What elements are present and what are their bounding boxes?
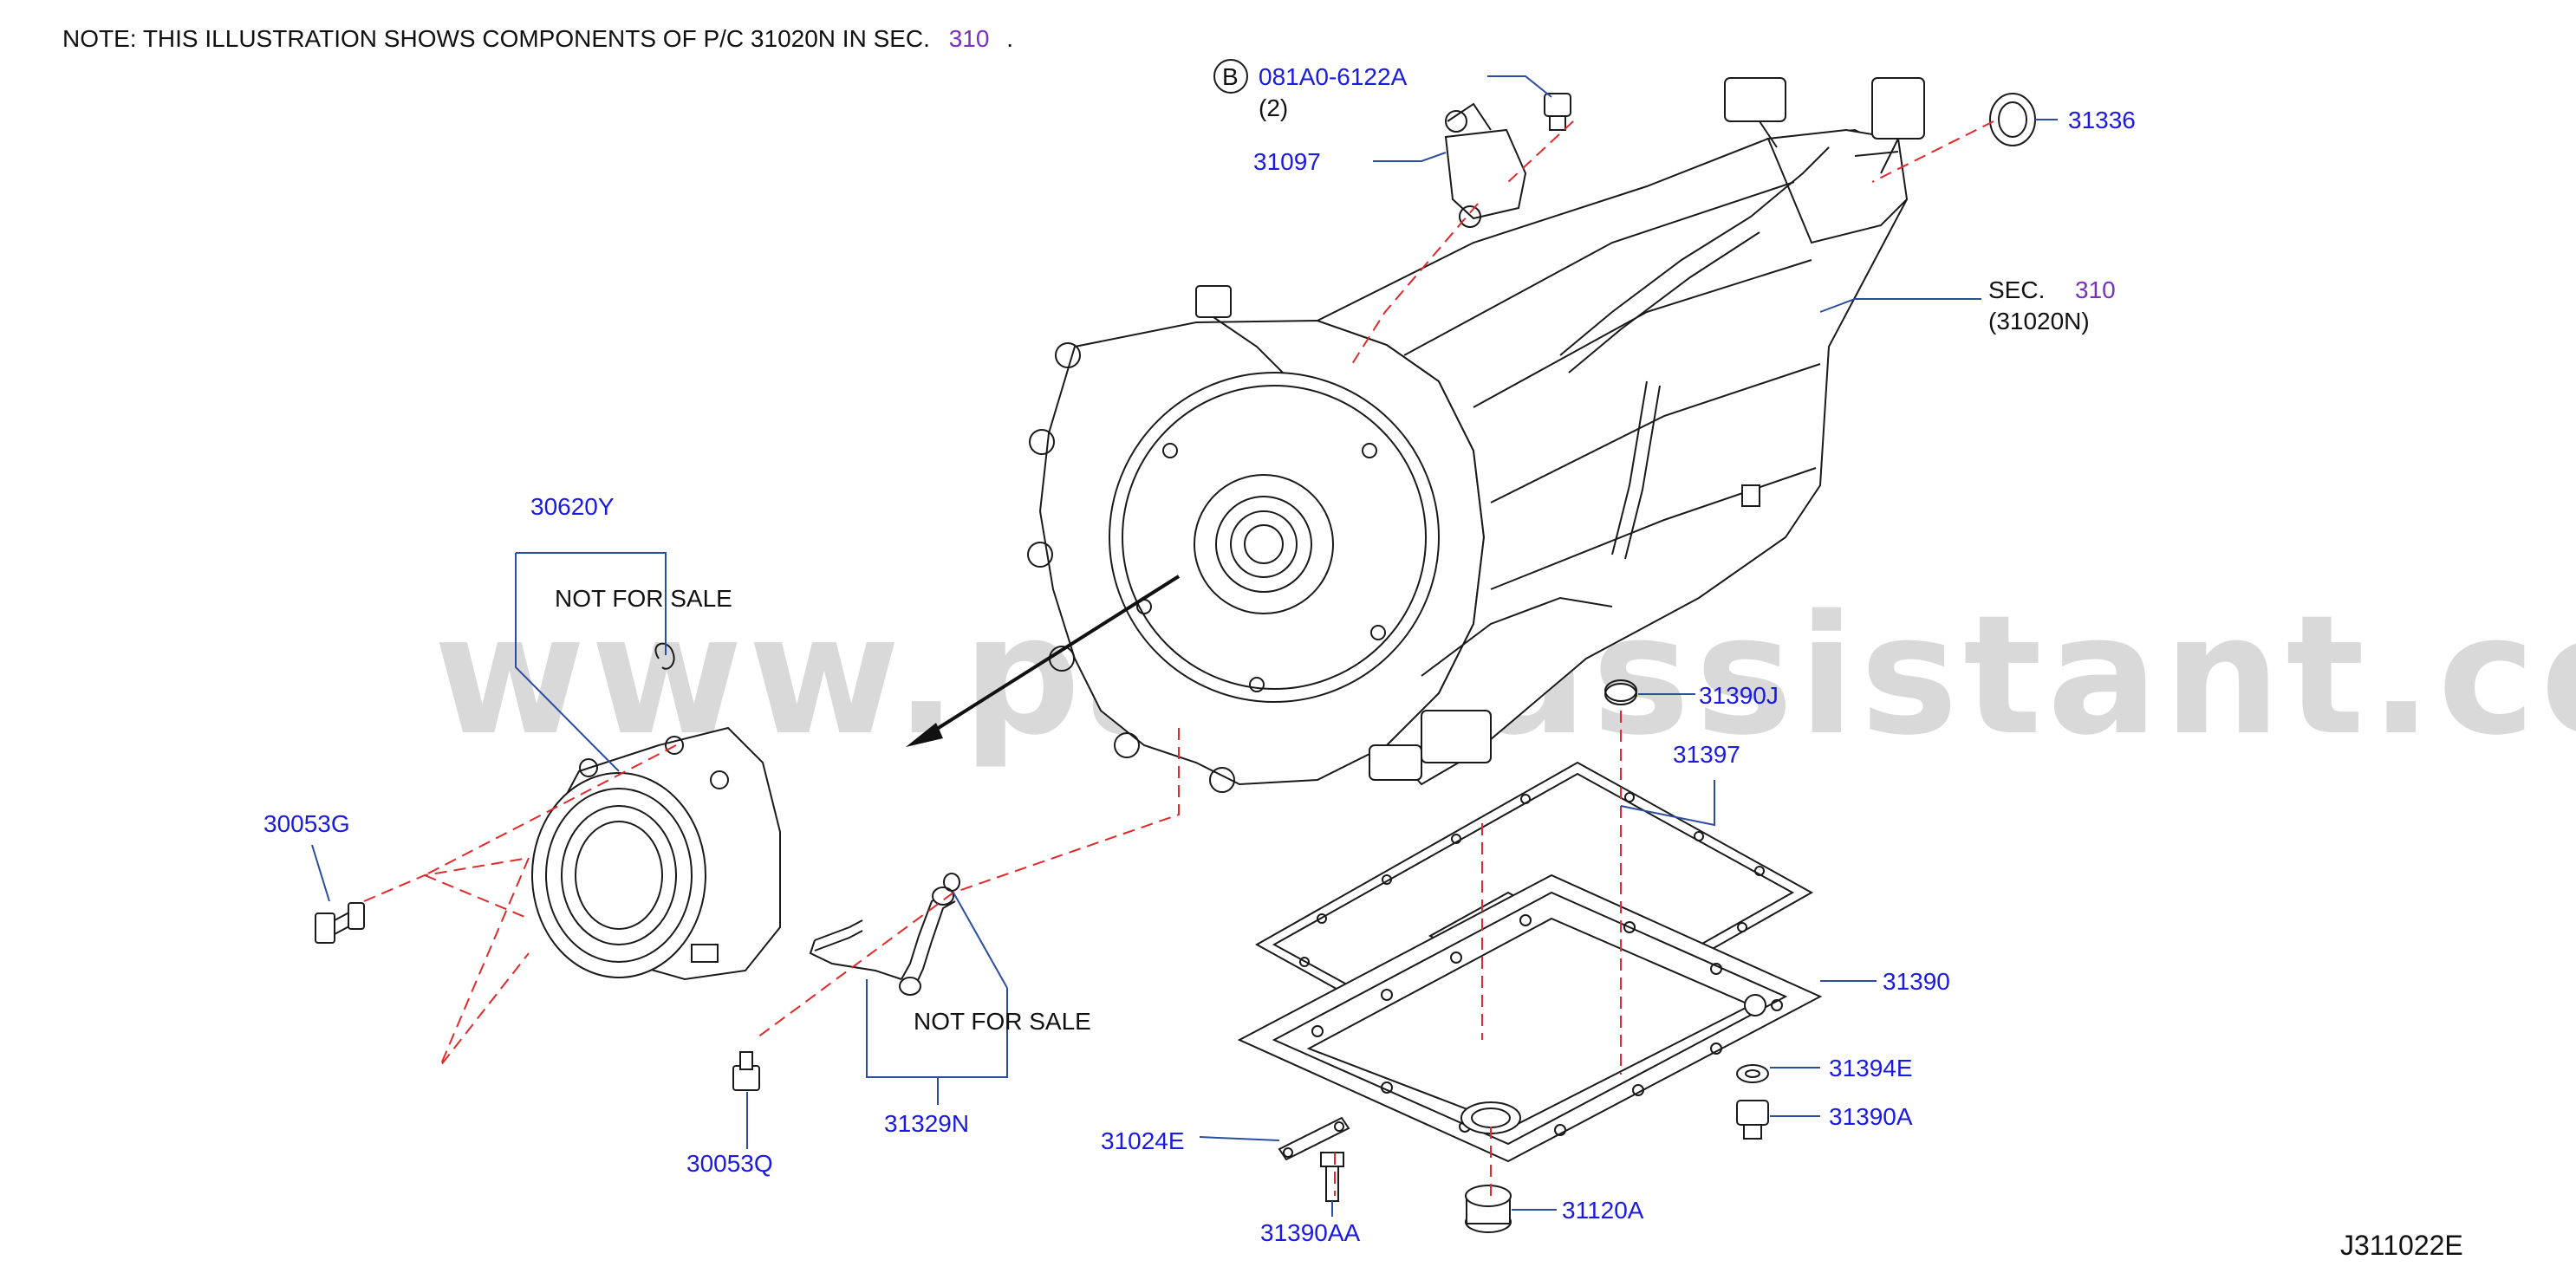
drain-plug-31120a (1465, 1185, 1512, 1233)
callout-badge-letter: B (1222, 63, 1239, 90)
callout-qty: (2) (1259, 94, 1288, 121)
part-31024e[interactable]: 31024E (1101, 1127, 1185, 1154)
bolt-callout: B 081A0-6122A (2) (1213, 59, 1408, 121)
section-ref-link[interactable]: 310 (2075, 276, 2116, 303)
assembly-arrow (906, 575, 1181, 747)
callout-badge (1213, 59, 1248, 94)
diagram-id: J311022E (2340, 1230, 2463, 1261)
note-section-link[interactable]: 310 (949, 25, 990, 52)
converter-housing-30620y (531, 642, 781, 981)
part-081a0-6122a[interactable]: 081A0-6122A (1259, 63, 1408, 90)
bolt-31390aa (1320, 1152, 1344, 1202)
part-31390[interactable]: 31390 (1883, 968, 1950, 995)
bolt-30053q (732, 1051, 760, 1091)
bracket-31097 (1444, 102, 1527, 228)
part-31329n[interactable]: 31329N (884, 1110, 969, 1137)
part-31397[interactable]: 31397 (1673, 741, 1740, 768)
not-for-sale-lower: NOT FOR SALE (914, 1008, 1091, 1035)
section-ref-pc: (31020N) (1988, 308, 2090, 334)
oil-pan-31390 (1237, 874, 1823, 1163)
not-for-sale-upper: NOT FOR SALE (555, 585, 732, 612)
part-31390j[interactable]: 31390J (1699, 682, 1779, 709)
part-31336[interactable]: 31336 (2068, 107, 2136, 133)
leader-lines (311, 75, 2058, 1217)
bolt-081a0-6122a (1544, 93, 1571, 131)
note-text: NOTE: THIS ILLUSTRATION SHOWS COMPONENTS… (62, 25, 1013, 52)
transmission-assembly (1027, 77, 1925, 793)
drain-bolt-31390a (1736, 1100, 1769, 1140)
part-31120a[interactable]: 31120A (1562, 1197, 1644, 1224)
part-30620y[interactable]: 30620Y (530, 493, 615, 520)
section-ref-prefix: SEC. (1988, 276, 2045, 303)
note-prefix: NOTE: THIS ILLUSTRATION SHOWS COMPONENTS… (62, 25, 930, 52)
section-reference: SEC. 310 (31020N) (1988, 276, 2116, 334)
part-30053g[interactable]: 30053G (263, 810, 350, 837)
part-30053q[interactable]: 30053Q (686, 1150, 773, 1177)
bracket-31024e (1278, 1116, 1350, 1161)
part-31390aa[interactable]: 31390AA (1260, 1219, 1361, 1246)
bolt-30053g (315, 902, 365, 944)
washer-31390j (1604, 679, 1637, 705)
oil-seal-31336 (1989, 93, 2036, 146)
part-31097[interactable]: 31097 (1253, 148, 1321, 175)
assembly-lines (363, 120, 1994, 1196)
tube-31329n (809, 873, 960, 996)
washer-31394e (1736, 1064, 1769, 1083)
note-suffix: . (1006, 25, 1013, 52)
part-31394e[interactable]: 31394E (1829, 1055, 1913, 1081)
part-31390a[interactable]: 31390A (1829, 1103, 1913, 1130)
